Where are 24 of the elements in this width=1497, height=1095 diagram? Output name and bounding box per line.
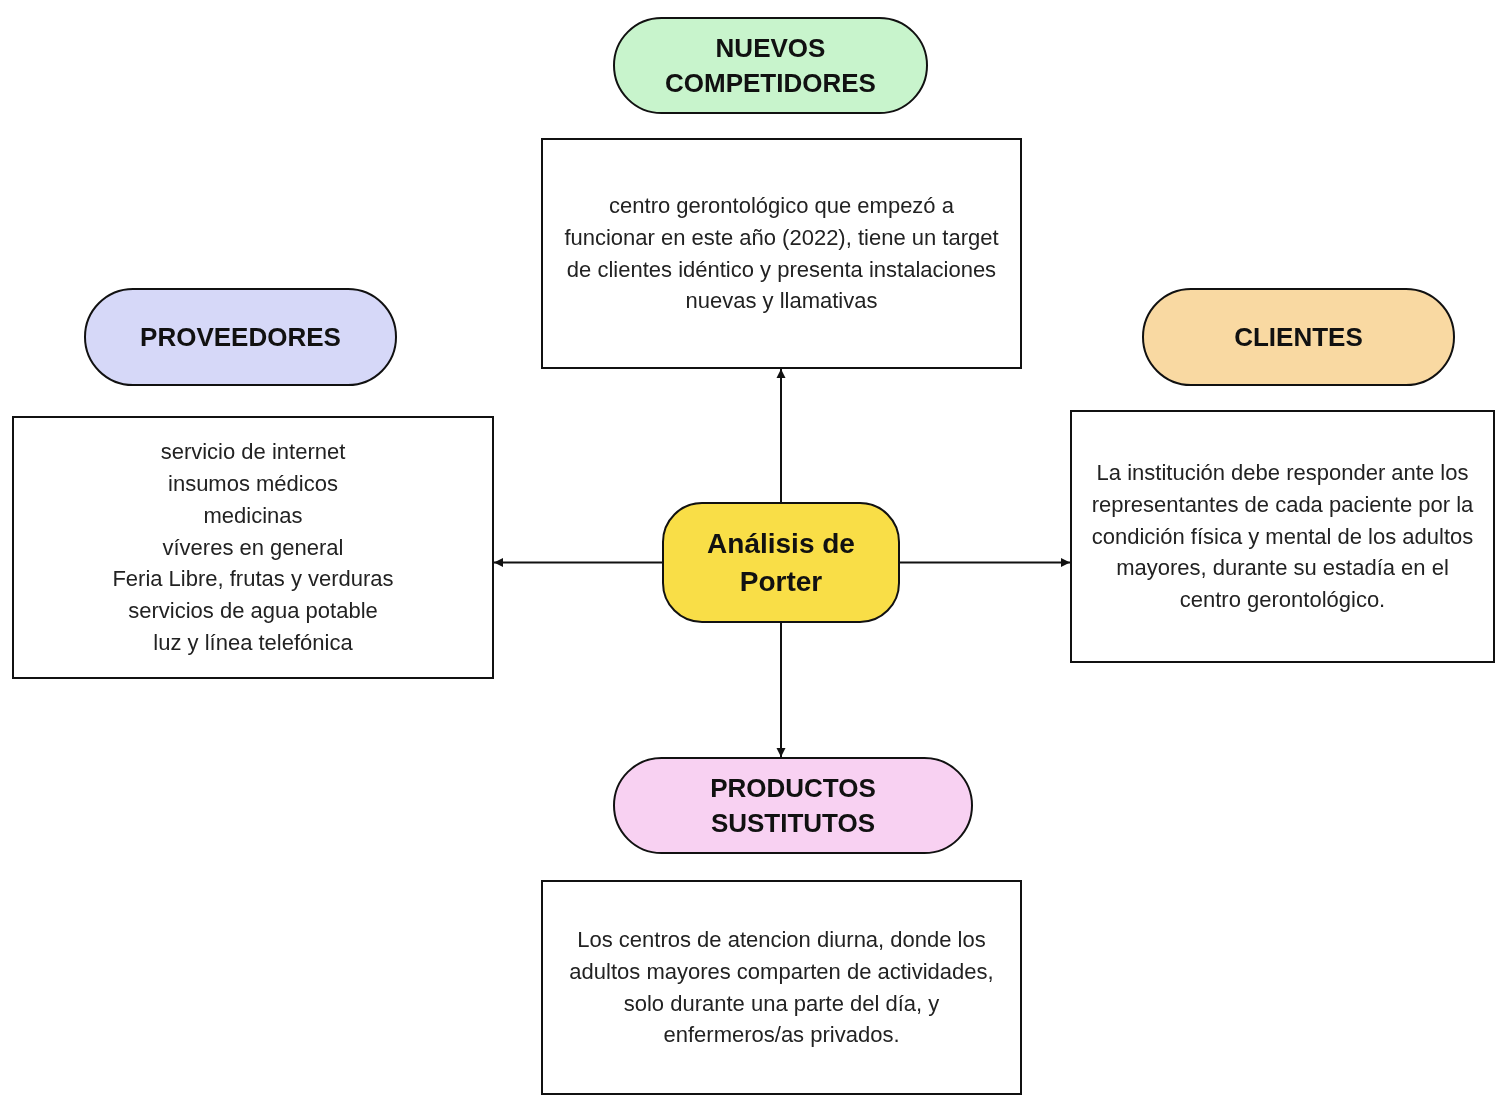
heading-text: Análisis de Porter	[706, 527, 856, 599]
description-text: insumos médicos	[168, 469, 338, 498]
description-box	[12, 416, 494, 679]
heading-text: NUEVOS COMPETIDORES	[664, 31, 877, 100]
arrow	[493, 558, 663, 567]
arrow	[899, 558, 1071, 567]
arrow	[776, 368, 786, 503]
description-text: víveres en general	[162, 533, 344, 562]
description-text: luz y línea telefónica	[153, 629, 353, 658]
heading-text: PRODUCTOS SUSTITUTOS	[709, 771, 877, 840]
description-text: servicio de internet	[160, 437, 346, 466]
description-box	[541, 880, 1022, 1095]
description-text: servicios de agua potable	[128, 597, 378, 626]
description-text: Feria Libre, frutas y verduras	[112, 565, 394, 594]
description-text: La institución debe responder ante los representantes de cada paciente por la condición física y mental de los adultos mayores, durante su estadía en el centro gerontológico.	[1090, 458, 1475, 615]
description-box	[1070, 410, 1495, 663]
description-text: Los centros de atencion diurna, donde los adultos mayores comparten de actividades, solo durante una parte del día, y enfermeros/as privados.	[568, 925, 995, 1050]
description-text: medicinas	[203, 501, 303, 530]
heading-text: PROVEEDORES	[140, 320, 341, 354]
heading-text: CLIENTES	[1234, 320, 1363, 354]
description-text: centro gerontológico que empezó a funcionar en este año (2022), tiene un target de clientes idéntico y presenta instalaciones nuevas y llamativas	[563, 191, 1000, 316]
central-topic	[662, 502, 900, 623]
description-box	[541, 138, 1022, 369]
arrow	[776, 622, 786, 758]
